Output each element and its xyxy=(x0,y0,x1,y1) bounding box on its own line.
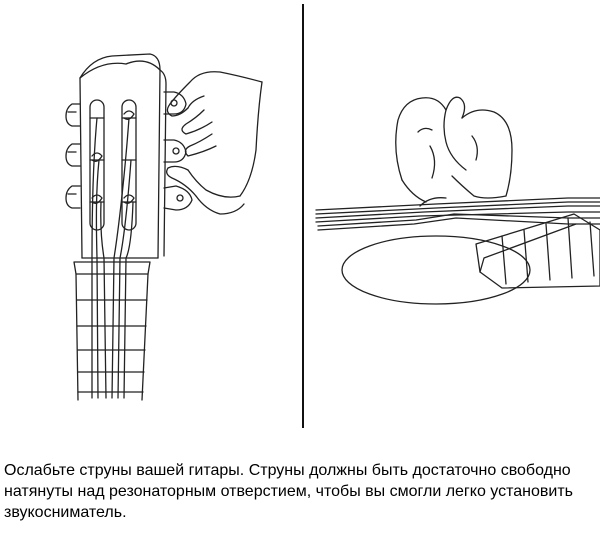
instruction-figure xyxy=(0,0,600,440)
strings-over-soundhole-icon xyxy=(306,0,600,440)
divider-line xyxy=(302,4,304,428)
instruction-caption: Ослабьте струны вашей гитары. Струны дол… xyxy=(4,462,573,521)
guitar-headstock-tuners-icon xyxy=(0,0,300,440)
